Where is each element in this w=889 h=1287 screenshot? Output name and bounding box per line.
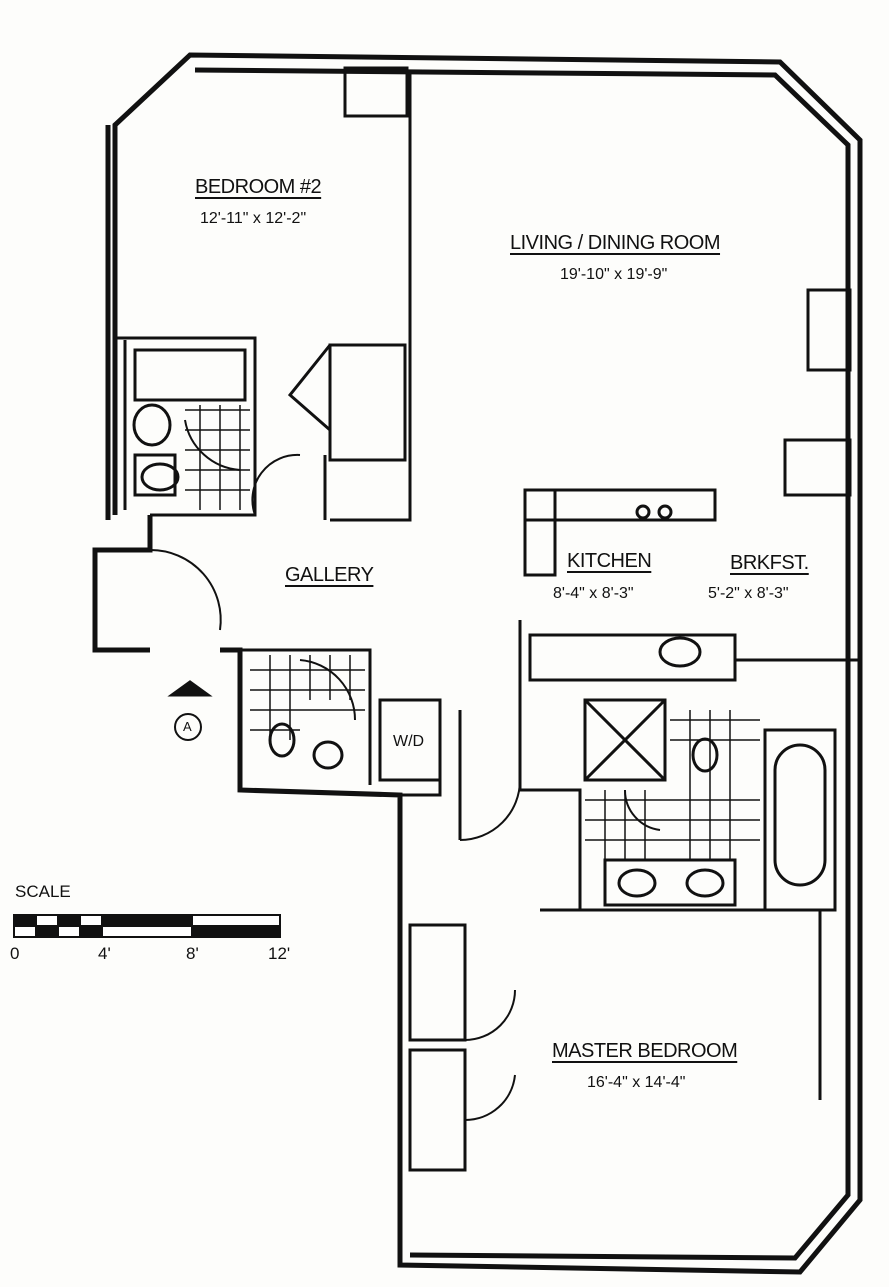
tile-grids xyxy=(185,405,760,860)
master-label: MASTER BEDROOM xyxy=(552,1040,738,1062)
bedroom2-label: BEDROOM #2 xyxy=(195,176,322,198)
scale-tick: 0 xyxy=(10,944,20,963)
interior-walls xyxy=(115,66,860,1172)
master-dims: 16'-4" x 14'-4" xyxy=(587,1074,686,1091)
living-dims: 19'-10" x 19'-9" xyxy=(560,266,668,283)
kitchen-dims: 8'-4" x 8'-3" xyxy=(553,585,634,602)
entry-marker xyxy=(167,680,213,741)
scale-tick: 8' xyxy=(186,944,199,963)
exterior-walls xyxy=(92,52,863,1275)
washer-dryer-label: W/D xyxy=(393,733,425,750)
scale-tick: 12' xyxy=(268,944,291,963)
breakfast-label: BRKFST. xyxy=(730,552,809,574)
living-label: LIVING / DINING ROOM xyxy=(510,232,721,254)
bedroom2-dims: 12'-11" x 12'-2" xyxy=(200,210,307,227)
scale-title: SCALE xyxy=(15,882,71,901)
kitchen-label: KITCHEN xyxy=(567,550,652,572)
breakfast-dims: 5'-2" x 8'-3" xyxy=(708,585,789,602)
gallery-label: GALLERY xyxy=(285,564,374,586)
scale-bar xyxy=(13,914,281,938)
door-swings xyxy=(149,419,661,1122)
scale-tick: 4' xyxy=(98,944,111,963)
entry-marker-label: A xyxy=(183,719,192,734)
